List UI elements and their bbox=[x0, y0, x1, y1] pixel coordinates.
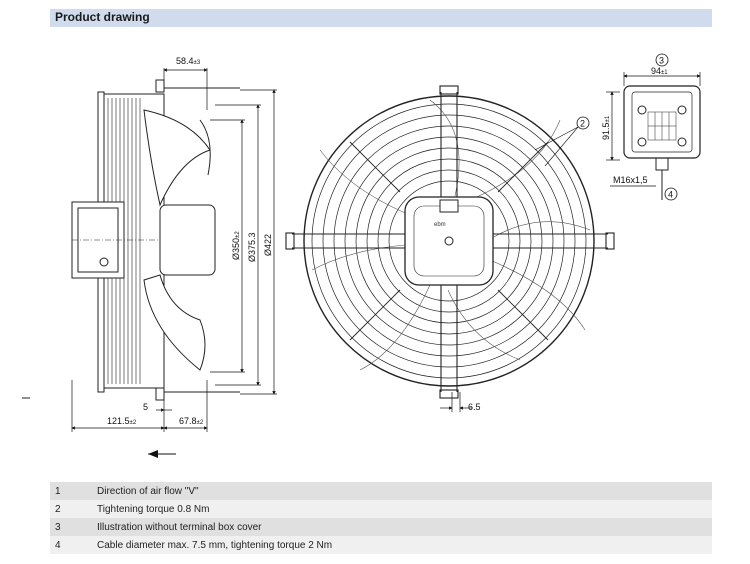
front-outer-ring bbox=[303, 95, 595, 387]
terminal-dims bbox=[606, 72, 701, 187]
dim-cable-gland: M16x1,5 bbox=[613, 175, 648, 185]
callout-3: 3 bbox=[655, 53, 669, 67]
dim-small-gap: 5 bbox=[143, 402, 148, 412]
terminal-gland bbox=[655, 157, 669, 171]
dim-d-outer: Ø422 bbox=[263, 234, 273, 256]
side-blade-edge bbox=[199, 119, 211, 176]
callout-4: 4 bbox=[664, 187, 678, 201]
callout-2: 2 bbox=[534, 116, 590, 167]
svg-text:ebm: ebm bbox=[434, 222, 446, 228]
notes-table: 1 Direction of air flow "V" 2 Tightening… bbox=[50, 482, 712, 554]
dim-box-width: 94±1 bbox=[651, 66, 668, 76]
note-number: 3 bbox=[50, 518, 92, 536]
terminal-box-view bbox=[623, 85, 701, 200]
front-struts bbox=[349, 141, 549, 341]
page-title: Product drawing bbox=[55, 10, 150, 24]
front-gap-dim bbox=[440, 392, 472, 412]
airflow-arrow bbox=[148, 450, 176, 458]
dim-right-depth: 67.8±2 bbox=[179, 416, 204, 426]
dim-box-height: 91.5±1 bbox=[601, 115, 611, 140]
note-number: 4 bbox=[50, 536, 92, 554]
note-number: 2 bbox=[50, 500, 92, 518]
table-row: 2 Tightening torque 0.8 Nm bbox=[50, 500, 712, 518]
front-motor-square bbox=[404, 196, 494, 286]
note-text: Illustration without terminal box cover bbox=[92, 518, 712, 536]
front-terminal-box bbox=[439, 199, 459, 213]
table-row: 4 Cable diameter max. 7.5 mm, tightening… bbox=[50, 536, 712, 554]
note-text: Cable diameter max. 7.5 mm, tightening t… bbox=[92, 536, 712, 554]
side-dimensions bbox=[71, 68, 277, 432]
side-blade-upper bbox=[143, 109, 211, 207]
front-shaft bbox=[444, 236, 454, 246]
dim-mount-gap: 6.5 bbox=[468, 402, 481, 412]
dim-d-inner: Ø350±2 bbox=[231, 231, 241, 260]
table-row: 3 Illustration without terminal box cove… bbox=[50, 518, 712, 536]
side-hub bbox=[159, 204, 216, 276]
note-text: Direction of air flow "V" bbox=[92, 482, 712, 500]
note-number: 1 bbox=[50, 482, 92, 500]
svg-text:4: 4 bbox=[668, 190, 673, 200]
front-view: ebm bbox=[285, 85, 615, 399]
dim-d-mid: Ø375.3 bbox=[247, 232, 257, 262]
svg-text:2: 2 bbox=[580, 119, 585, 129]
dim-left-depth: 121.5±2 bbox=[107, 416, 137, 426]
header-bar: Product drawing bbox=[50, 9, 712, 27]
side-view bbox=[71, 79, 240, 401]
front-guard-rings bbox=[322, 114, 576, 368]
svg-text:3: 3 bbox=[659, 56, 664, 66]
side-cable-gland bbox=[99, 257, 109, 267]
front-blades bbox=[311, 99, 591, 371]
dim-top-offset: 58.4±3 bbox=[176, 56, 201, 66]
product-drawing: 58.4±3 Ø350±2 Ø375.3 Ø422 121.5±2 67.8±2… bbox=[22, 53, 701, 458]
table-row: 1 Direction of air flow "V" bbox=[50, 482, 712, 500]
note-text: Tightening torque 0.8 Nm bbox=[92, 500, 712, 518]
side-blade-lower bbox=[143, 274, 206, 371]
terminal-strip bbox=[647, 111, 677, 141]
